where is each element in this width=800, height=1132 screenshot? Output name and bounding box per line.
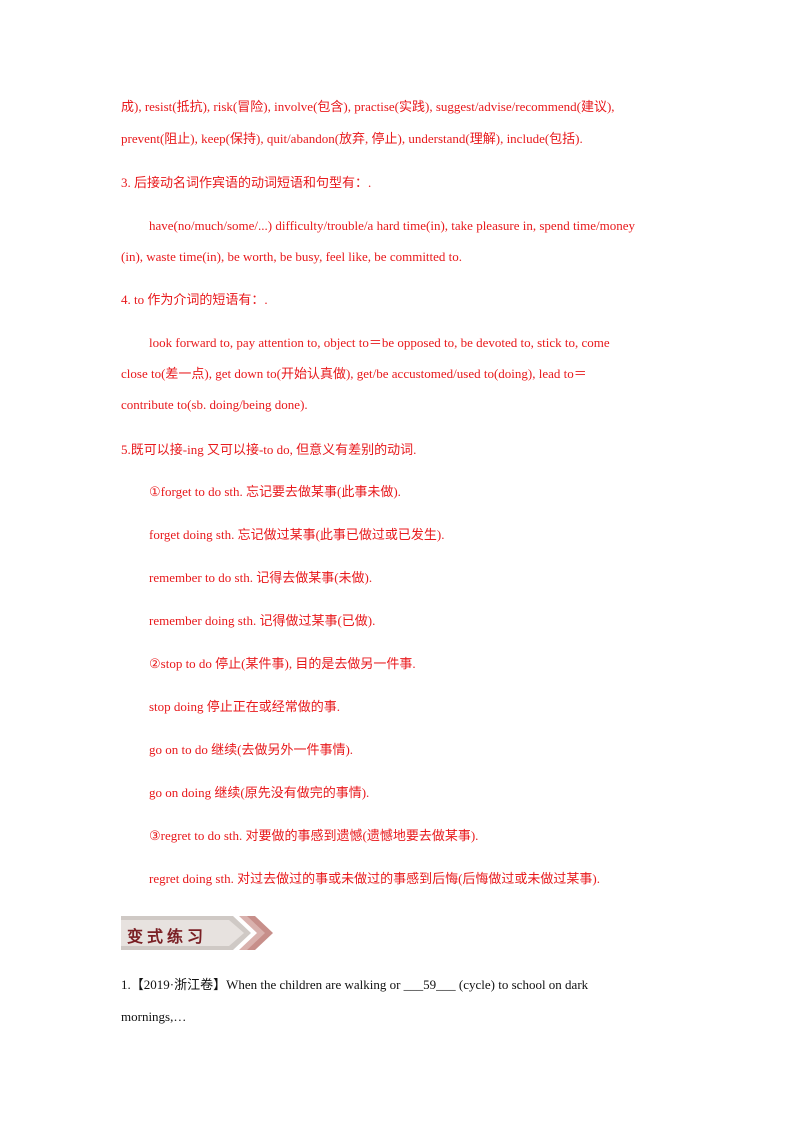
banner-label: 变式练习 xyxy=(127,927,208,946)
section-heading: 3. 后接动名词作宾语的动词短语和句型有：. xyxy=(121,175,372,190)
text-line: (in), waste time(in), be worth, be busy,… xyxy=(121,249,463,264)
section-heading: 4. to 作为介词的短语有：. xyxy=(121,292,268,307)
list-item: ①forget to do sth. 忘记要去做某事(此事未做). xyxy=(149,484,401,499)
text-line: close to(差一点), get down to(开始认真做), get/b… xyxy=(121,366,587,381)
question-line: 1.【2019·浙江卷】When the children are walkin… xyxy=(121,977,589,992)
question-1: 1.【2019·浙江卷】When the children are walkin… xyxy=(121,977,679,1025)
banner-arrow-graphic xyxy=(121,916,273,950)
list-item: ③regret to do sth. 对要做的事感到遗憾(遗憾地要去做某事). xyxy=(149,828,479,843)
list-item: go on doing 继续(原先没有做完的事情). xyxy=(149,785,370,800)
list-item: remember to do sth. 记得去做某事(未做). xyxy=(149,570,373,585)
text-line: prevent(阻止), keep(保持), quit/abandon(放弃, … xyxy=(121,131,583,146)
text-line: contribute to(sb. doing/being done). xyxy=(121,397,308,412)
list-item: go on to do 继续(去做另外一件事情). xyxy=(149,742,354,757)
text-line: have(no/much/some/...) difficulty/troubl… xyxy=(149,218,636,233)
section-heading: 5.既可以接-ing 又可以接-to do, 但意义有差别的动词. xyxy=(121,442,417,457)
list-item: ②stop to do 停止(某件事), 目的是去做另一件事. xyxy=(149,656,416,671)
list-item: stop doing 停止正在或经常做的事. xyxy=(149,699,341,714)
text-line: 成), resist(抵抗), risk(冒险), involve(包含), p… xyxy=(121,99,615,114)
list-item: remember doing sth. 记得做过某事(已做). xyxy=(149,613,376,628)
list-item: forget doing sth. 忘记做过某事(此事已做过或已发生). xyxy=(149,527,445,542)
section-banner: 变式练习 xyxy=(121,914,273,952)
question-line: mornings,… xyxy=(121,1009,187,1024)
list-item: regret doing sth. 对过去做过的事或未做过的事感到后悔(后悔做过… xyxy=(149,871,601,886)
text-line: look forward to, pay attention to, objec… xyxy=(149,335,610,350)
